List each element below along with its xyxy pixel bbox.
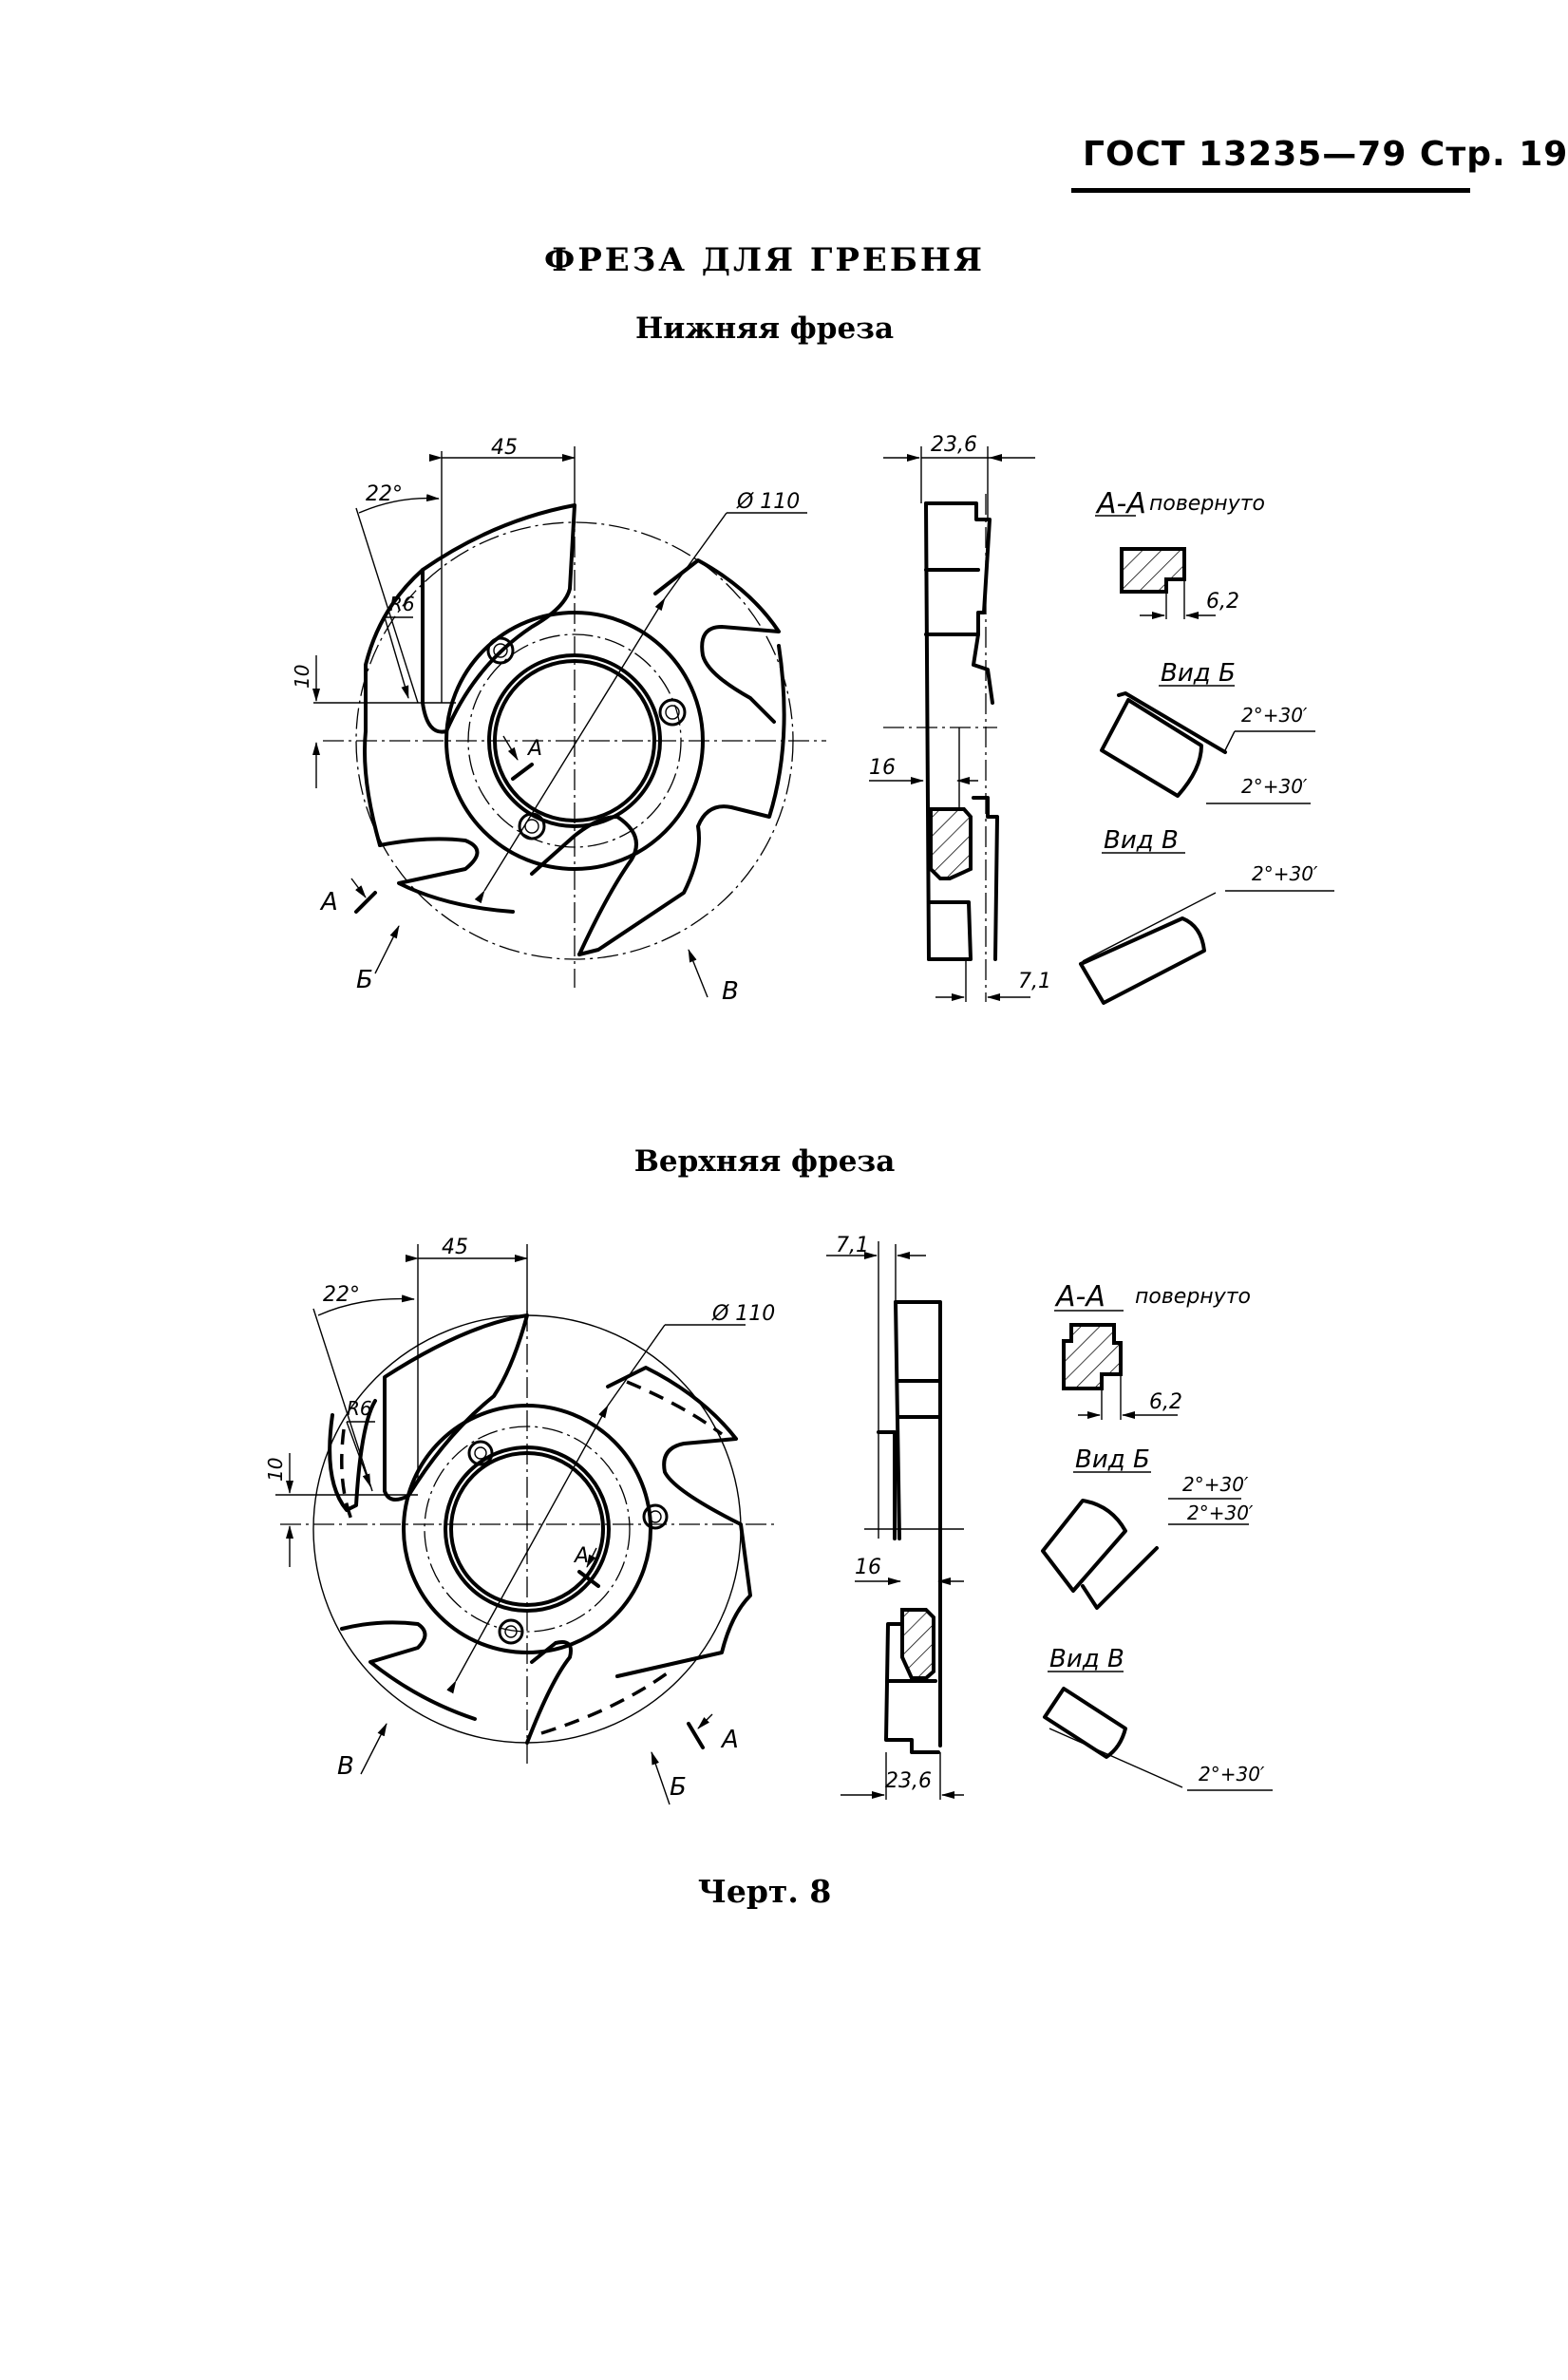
upper-view-b-tolerance-2: 2°+30′ <box>1187 1502 1254 1524</box>
lower-tooth <box>363 729 382 847</box>
upper-dim-section-width: 6,2 <box>1149 1390 1182 1414</box>
upper-dim-radius: R6 <box>347 1397 372 1420</box>
lower-dim-step: 7,1 <box>1018 970 1051 993</box>
upper-view-b: Вид Б 2°+30′ 2°+30′ <box>1041 1445 1254 1610</box>
upper-section-label: А-А <box>1054 1280 1105 1313</box>
upper-view-v-marker: В <box>337 1752 354 1781</box>
upper-dim-bore-depth: 16 <box>855 1556 881 1579</box>
lower-view-b-tolerance-2: 2°+30′ <box>1241 775 1308 798</box>
upper-dim-diameter: Ø 110 <box>711 1302 775 1326</box>
lower-section-marker-outer: А <box>319 888 338 916</box>
lower-cutter-side-view: 23,6 16 7,1 <box>869 433 1051 1002</box>
lower-view-b-marker: Б <box>356 966 373 994</box>
technical-drawing: 45 22° R6 Ø 110 10 А А Б В 23,6 16 7,1 <box>264 433 1334 1805</box>
lower-dim-angle: 22° <box>366 482 403 506</box>
document-title: ФРЕЗА ДЛЯ ГРЕБНЯ <box>543 241 986 279</box>
lower-view-v-label: Вид В <box>1104 826 1179 855</box>
header-rule <box>1071 188 1470 193</box>
lower-section-note: повернуто <box>1149 492 1265 516</box>
upper-view-v: Вид В 2°+30′ <box>1043 1645 1273 1791</box>
lower-dim-45: 45 <box>491 436 518 460</box>
upper-section-aa: А-А повернуто 6,2 <box>1054 1280 1251 1420</box>
lower-bolt-hole <box>658 698 687 727</box>
upper-section-note: повернуто <box>1135 1285 1251 1309</box>
upper-tooth <box>383 1313 529 1502</box>
upper-view-b-label: Вид Б <box>1075 1445 1150 1474</box>
upper-cutter-side-view: 7,1 16 23,6 <box>826 1234 964 1800</box>
lower-view-b-label: Вид Б <box>1161 659 1236 688</box>
page-header-standard: ГОСТ 13235—79 Стр. 19 <box>1083 135 1568 174</box>
upper-tooth <box>340 1620 477 1721</box>
lower-section-label: А-А <box>1095 487 1146 520</box>
upper-dim-step: 7,1 <box>836 1234 869 1257</box>
lower-view-v-marker: В <box>722 977 739 1006</box>
lower-view-v-tolerance: 2°+30′ <box>1252 862 1318 885</box>
lower-tooth <box>364 568 425 733</box>
lower-section-marker-inner: А <box>526 737 542 761</box>
lower-view-b-tolerance-1: 2°+30′ <box>1241 704 1308 727</box>
lower-dim-section-width: 6,2 <box>1206 590 1239 614</box>
upper-section-marker-inner: А <box>573 1544 589 1568</box>
upper-view-v-label: Вид В <box>1049 1645 1124 1673</box>
figure-caption: Черт. 8 <box>697 1873 832 1910</box>
lower-tooth <box>577 644 786 956</box>
lower-tooth <box>378 837 515 914</box>
lower-view-b: Вид Б 2°+30′ 2°+30′ <box>1100 659 1315 804</box>
upper-tooth <box>525 1640 573 1745</box>
lower-diameter-line <box>474 597 666 904</box>
lower-cutter-front-view: 45 22° R6 Ø 110 10 А А Б В <box>291 436 826 1006</box>
upper-view-b-tolerance-1: 2°+30′ <box>1182 1473 1249 1496</box>
lower-bolt-hole <box>518 812 546 841</box>
upper-section-marker-outer: А <box>720 1726 739 1754</box>
upper-dim-45: 45 <box>442 1236 468 1259</box>
lower-dim-offset: 10 <box>291 665 313 689</box>
upper-cutter-front-view: 45 22° R6 Ø 110 10 А А Б В <box>264 1236 779 1805</box>
upper-cutter-heading: Верхняя фреза <box>633 1144 896 1179</box>
upper-view-v-tolerance: 2°+30′ <box>1199 1763 1265 1785</box>
upper-dim-angle: 22° <box>323 1283 360 1307</box>
lower-section-aa: А-А повернуто 6,2 <box>1095 487 1265 619</box>
upper-dim-offset: 10 <box>264 1458 287 1482</box>
upper-tooth <box>606 1366 752 1678</box>
lower-angle-arc <box>358 494 440 514</box>
lower-dim-bore-depth: 16 <box>869 756 896 780</box>
lower-cutter-heading: Нижняя фреза <box>634 312 895 346</box>
upper-bolt-hole <box>642 1503 669 1530</box>
lower-dim-thickness: 23,6 <box>931 433 977 457</box>
lower-view-v: Вид В 2°+30′ <box>1079 826 1334 1005</box>
lower-dim-radius: R6 <box>389 593 415 615</box>
lower-dim-diameter: Ø 110 <box>736 490 800 514</box>
lower-tooth <box>653 558 781 724</box>
upper-dim-thickness: 23,6 <box>885 1769 932 1793</box>
upper-view-b-marker: Б <box>670 1773 687 1802</box>
